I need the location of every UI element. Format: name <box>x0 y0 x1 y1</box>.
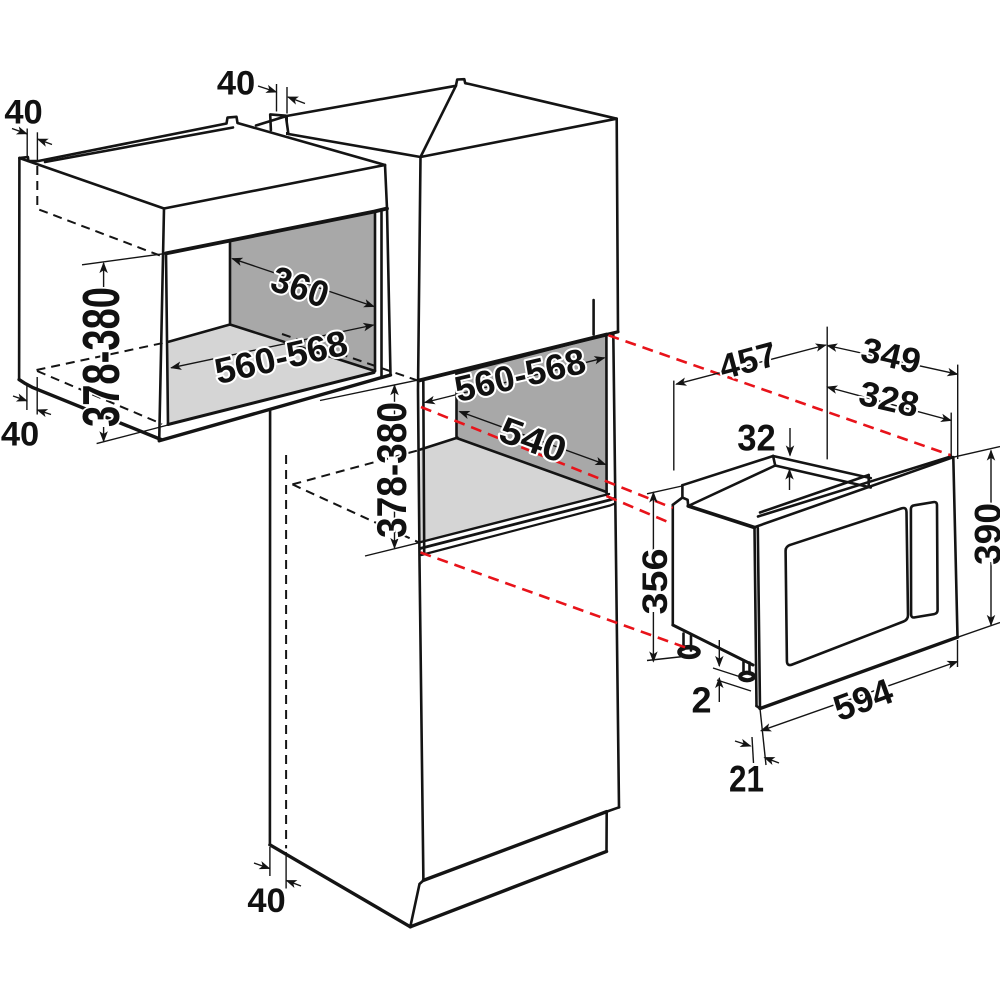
svg-text:40: 40 <box>1 416 39 454</box>
svg-text:356: 356 <box>636 549 675 615</box>
svg-text:40: 40 <box>217 65 255 103</box>
svg-text:378-380: 378-380 <box>73 287 131 427</box>
svg-text:40: 40 <box>247 882 285 920</box>
svg-text:378-380: 378-380 <box>368 402 415 538</box>
svg-text:21: 21 <box>729 759 764 800</box>
svg-text:2: 2 <box>691 680 711 721</box>
svg-text:390: 390 <box>968 503 1000 565</box>
svg-text:32: 32 <box>737 418 776 459</box>
svg-text:40: 40 <box>4 94 42 132</box>
